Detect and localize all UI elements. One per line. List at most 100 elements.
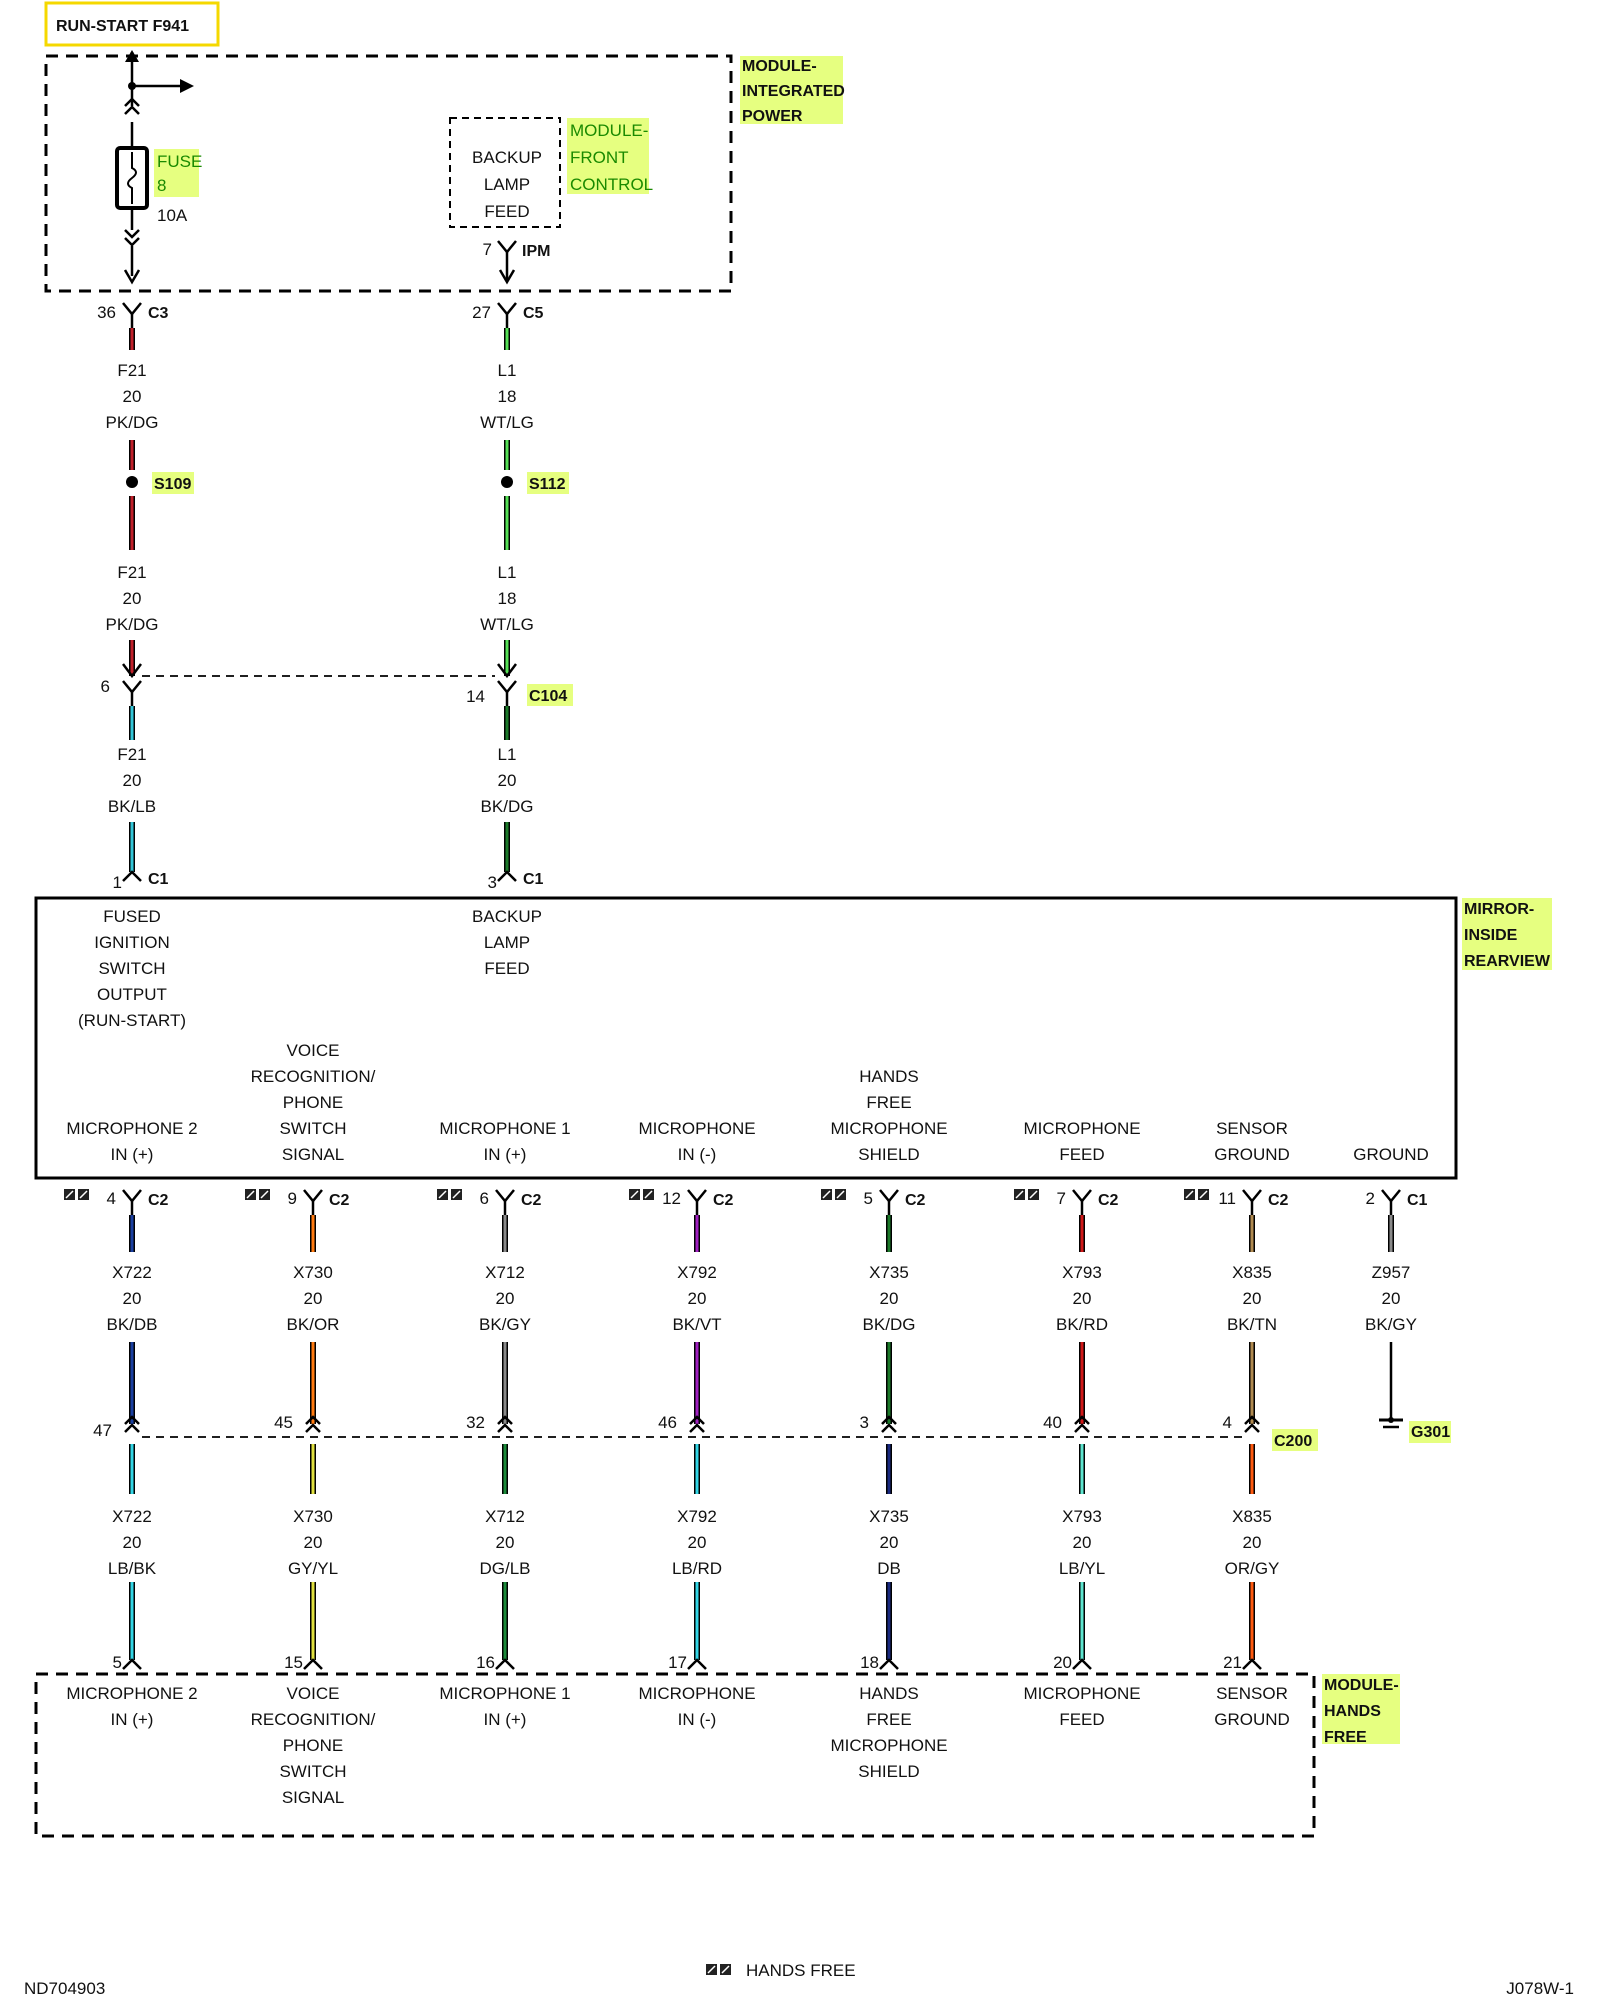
wire-label: X835 <box>1232 1263 1272 1282</box>
mirror-pin-function: GROUND <box>1214 1145 1290 1164</box>
mirror-pin-function: SHIELD <box>858 1145 919 1164</box>
mirror-pin-function: PHONE <box>283 1093 343 1112</box>
hands-free-pin-function: FEED <box>1059 1710 1104 1729</box>
hands-free-icon <box>246 1190 255 1199</box>
splice-label: S109 <box>154 476 191 493</box>
wire-label: LB/RD <box>672 1559 722 1578</box>
inline-connector <box>1244 1415 1260 1425</box>
wire-label: 20 <box>688 1289 707 1308</box>
wire-label: X792 <box>677 1263 717 1282</box>
connector-pin <box>497 302 517 316</box>
connector-pin-number: 14 <box>466 687 485 706</box>
power-source-box <box>44 1 220 47</box>
inline-connector-pin <box>497 680 517 694</box>
connector-name: C3 <box>148 305 169 322</box>
connector-name: C1 <box>1407 1192 1428 1209</box>
connector-label-bg <box>527 684 573 706</box>
hands-free-icon <box>438 1190 447 1199</box>
ipm-label: IPM <box>522 243 550 260</box>
wire-label: 20 <box>1073 1289 1092 1308</box>
wire-label: BK/OR <box>287 1315 340 1334</box>
ground-label: G301 <box>1411 1424 1450 1441</box>
inline-connector <box>124 1415 140 1425</box>
pin-chevron <box>1242 1658 1262 1670</box>
module-front-control-label: CONTROL <box>570 175 653 194</box>
module-mirror-label: REARVIEW <box>1464 953 1551 970</box>
wire-label: 20 <box>1073 1533 1092 1552</box>
module-front-control-label: MODULE- <box>570 121 648 140</box>
pin-chevron <box>879 1658 899 1670</box>
ipm-connector-pin <box>497 240 517 254</box>
inline-connector <box>124 105 140 115</box>
inline-connector <box>689 1423 705 1433</box>
wire-label: BK/DG <box>863 1315 916 1334</box>
connector-label-bg <box>1272 1429 1318 1451</box>
wire-label: 20 <box>123 1533 142 1552</box>
hands-free-pin-function: RECOGNITION/ <box>251 1710 376 1729</box>
wire-label: BK/DG <box>481 797 534 816</box>
mirror-pin-function: VOICE <box>287 1041 340 1060</box>
fuse-label-bg <box>154 149 199 197</box>
connector-pin-number: 2 <box>1366 1189 1375 1208</box>
mirror-pin-function: SWITCH <box>98 959 165 978</box>
pin-chevron <box>495 1658 515 1670</box>
connector-pin-number: 5 <box>864 1189 873 1208</box>
connector-pin <box>1381 1189 1401 1203</box>
connector-pin <box>303 1189 323 1203</box>
hands-free-icon <box>644 1190 653 1199</box>
inline-connector-pin <box>122 680 142 694</box>
mirror-pin-function: MICROPHONE <box>1023 1119 1140 1138</box>
connector-pin-number: 18 <box>860 1653 879 1672</box>
inline-connector <box>305 1415 321 1425</box>
wire-label: X792 <box>677 1507 717 1526</box>
wire-label: X730 <box>293 1507 333 1526</box>
backup-lamp-feed-label: LAMP <box>484 175 530 194</box>
hands-free-icon <box>1185 1190 1194 1199</box>
wire-label: X793 <box>1062 1263 1102 1282</box>
hands-free-pin-function: MICROPHONE <box>638 1684 755 1703</box>
mirror-pin-function: FEED <box>484 959 529 978</box>
mirror-pin-function: IN (-) <box>678 1145 717 1164</box>
wire-label: F21 <box>117 361 146 380</box>
wire-label: L1 <box>498 745 517 764</box>
module-integrated-power-label-bg <box>740 56 843 124</box>
connector-pin-number: 32 <box>466 1413 485 1432</box>
wire-label: 20 <box>1382 1289 1401 1308</box>
module-hands-free-label: HANDS <box>1324 1703 1381 1720</box>
connector-pin-number: 1 <box>113 873 122 892</box>
splice-dot <box>126 476 138 488</box>
hands-free-icon <box>707 1965 716 1974</box>
module-integrated-power-label: MODULE- <box>742 58 817 75</box>
inline-connector <box>1074 1415 1090 1425</box>
module-mirror-label-bg <box>1462 898 1552 970</box>
hands-free-icon <box>822 1190 831 1199</box>
mirror-pin-function: RECOGNITION/ <box>251 1067 376 1086</box>
module-mirror-box <box>34 896 1458 1180</box>
wire-label: 20 <box>1243 1289 1262 1308</box>
hands-free-pin-function: PHONE <box>283 1736 343 1755</box>
hands-free-icon <box>630 1190 639 1199</box>
wire-label: F21 <box>117 745 146 764</box>
module-front-control-label-bg <box>567 118 649 194</box>
module-mirror-label: INSIDE <box>1464 927 1518 944</box>
wire-label: X722 <box>112 1507 152 1526</box>
ground-icon <box>1388 1417 1394 1423</box>
hands-free-icon <box>721 1965 730 1974</box>
hands-free-pin-function: SHIELD <box>858 1762 919 1781</box>
wire-label: X835 <box>1232 1507 1272 1526</box>
arrow-up-icon <box>125 50 139 62</box>
hands-free-pin-function: FREE <box>866 1710 911 1729</box>
wire-label: 20 <box>688 1533 707 1552</box>
module-hands-free-label: FREE <box>1324 1729 1367 1746</box>
mirror-pin-function: FUSED <box>103 907 161 926</box>
inline-connector <box>124 1423 140 1433</box>
connector-pin-number: 6 <box>480 1189 489 1208</box>
wire-label: LB/YL <box>1059 1559 1105 1578</box>
wire-label: F21 <box>117 563 146 582</box>
mirror-pin-function: IGNITION <box>94 933 170 952</box>
connector-pin-number: 3 <box>860 1413 869 1432</box>
wire-label: 20 <box>880 1533 899 1552</box>
hands-free-pin-function: MICROPHONE 2 <box>66 1684 197 1703</box>
wire-label: L1 <box>498 563 517 582</box>
